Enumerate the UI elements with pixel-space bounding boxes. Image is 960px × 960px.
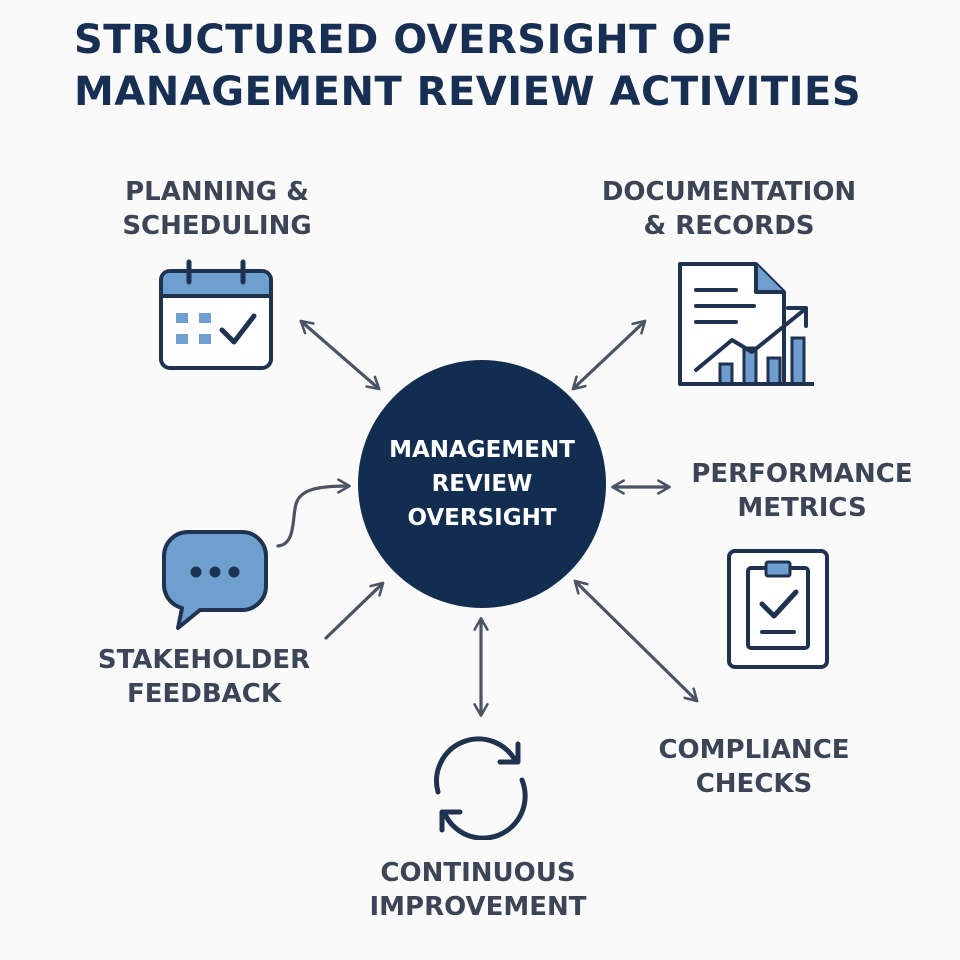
- calendar-check-icon: [159, 259, 273, 370]
- arrow-stakeholder: [276, 478, 351, 548]
- node-documentation-label: DOCUMENTATION & RECORDS: [602, 175, 856, 243]
- planning-line-2: SCHEDULING: [122, 211, 312, 241]
- title-line-1: STRUCTURED OVERSIGHT OF: [74, 17, 734, 63]
- performance-line-2: METRICS: [737, 493, 867, 523]
- performance-line-1: PERFORMANCE: [691, 459, 913, 489]
- documentation-line-1: DOCUMENTATION: [601, 177, 857, 207]
- hub-line-2: REVIEW: [431, 471, 533, 497]
- node-compliance-label: COMPLIANCE CHECKS: [658, 733, 849, 801]
- cycle-arrows-icon: [434, 736, 528, 840]
- node-performance-label: PERFORMANCE METRICS: [691, 457, 912, 525]
- improvement-line-2: IMPROVEMENT: [369, 892, 587, 922]
- arrow-compliance: [573, 579, 699, 703]
- node-stakeholder-label: STAKEHOLDER FEEDBACK: [98, 643, 310, 711]
- stakeholder-line-2: FEEDBACK: [126, 679, 282, 709]
- compliance-line-2: CHECKS: [695, 769, 813, 799]
- center-hub: MANAGEMENT REVIEW OVERSIGHT: [358, 360, 606, 608]
- stakeholder-line-1: STAKEHOLDER: [97, 645, 311, 675]
- hub-line-3: OVERSIGHT: [407, 505, 557, 531]
- improvement-line-1: CONTINUOUS: [380, 858, 576, 888]
- planning-line-1: PLANNING &: [125, 177, 309, 207]
- hub-line-1: MANAGEMENT: [389, 437, 575, 463]
- documentation-line-2: & RECORDS: [643, 211, 815, 241]
- node-improvement-label: CONTINUOUS IMPROVEMENT: [369, 856, 586, 924]
- clipboard-check-icon: [727, 549, 829, 669]
- arrow-stakeholder-lower: [324, 581, 385, 640]
- arrow-planning: [299, 319, 381, 391]
- node-planning-label: PLANNING & SCHEDULING: [122, 175, 311, 243]
- chat-bubble-icon: [162, 530, 268, 630]
- title-line-2: MANAGEMENT REVIEW ACTIVITIES: [74, 69, 862, 115]
- compliance-line-1: COMPLIANCE: [658, 735, 850, 765]
- arrow-documentation: [571, 319, 647, 391]
- diagram-title: STRUCTURED OVERSIGHT OF MANAGEMENT REVIE…: [74, 14, 861, 118]
- document-chart-icon: [678, 262, 814, 386]
